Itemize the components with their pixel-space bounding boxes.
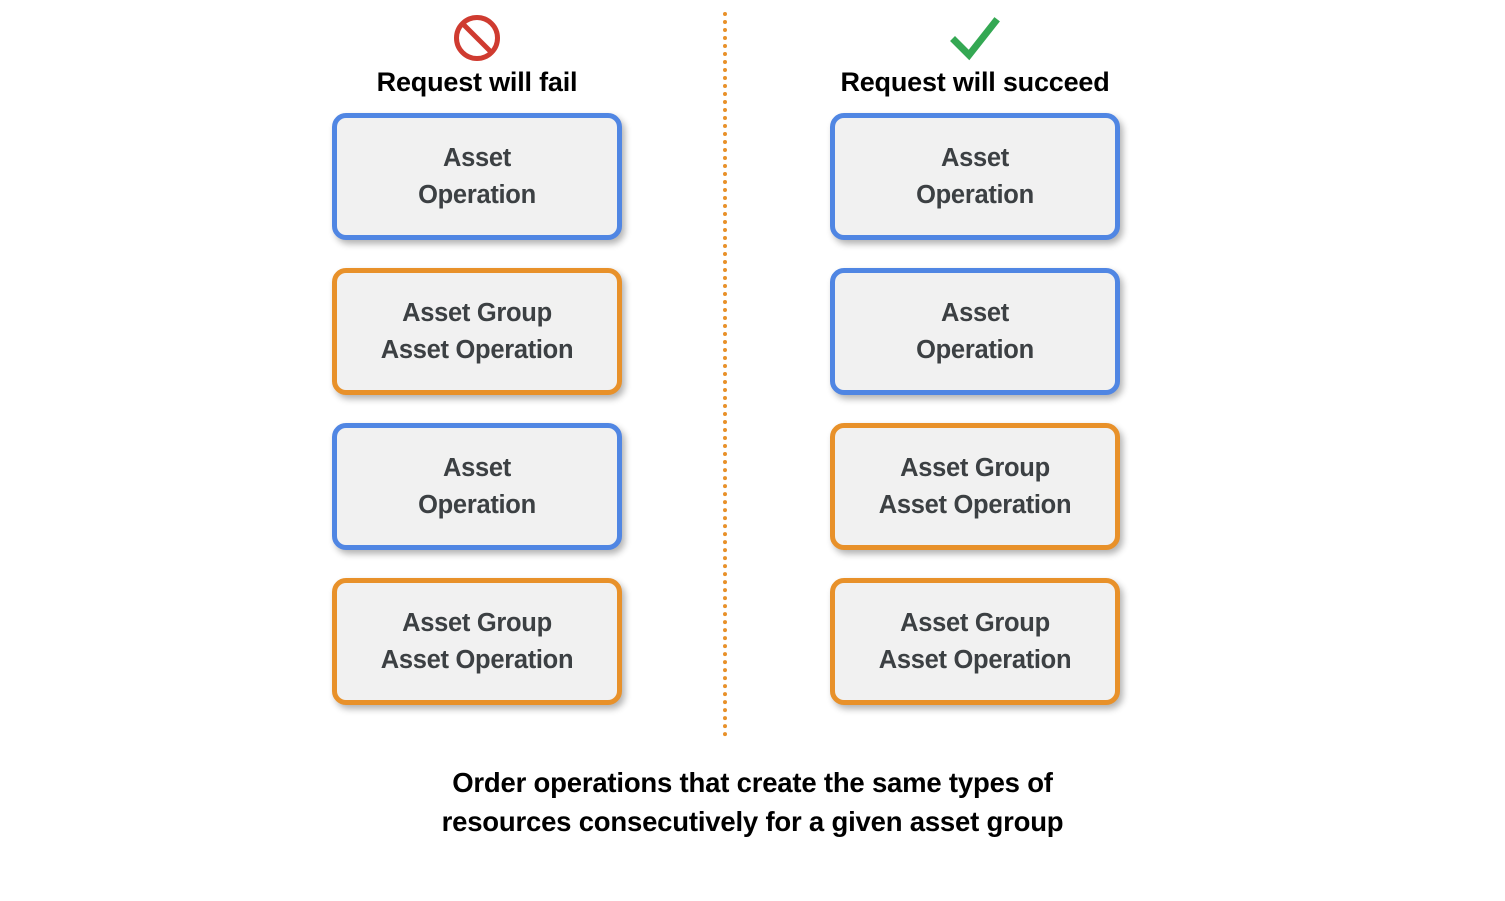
operation-box[interactable]: Asset Operation bbox=[332, 423, 622, 550]
operation-stack-fail: Asset Operation Asset Group Asset Operat… bbox=[332, 113, 622, 733]
operation-box-label: Asset Group Asset Operation bbox=[380, 609, 574, 674]
operation-box[interactable]: Asset Operation bbox=[332, 113, 622, 240]
column-header-succeed: Request will succeed bbox=[775, 12, 1175, 98]
column-header-fail: Request will fail bbox=[277, 12, 677, 98]
operation-box-label: Asset Operation bbox=[916, 144, 1034, 209]
operation-box-label: Asset Group Asset Operation bbox=[878, 609, 1072, 674]
diagram-caption: Order operations that create the same ty… bbox=[441, 767, 1064, 837]
operation-box-label: Asset Group Asset Operation bbox=[878, 454, 1072, 519]
operation-box[interactable]: Asset Operation bbox=[830, 113, 1120, 240]
operation-box-label: Asset Operation bbox=[418, 144, 536, 209]
operation-box-label: Asset Operation bbox=[916, 299, 1034, 364]
checkmark-icon bbox=[945, 12, 1005, 64]
operation-box[interactable]: Asset Group Asset Operation bbox=[332, 268, 622, 395]
operation-box[interactable]: Asset Group Asset Operation bbox=[830, 578, 1120, 705]
column-title-succeed: Request will succeed bbox=[840, 67, 1110, 97]
operation-box-label: Asset Group Asset Operation bbox=[380, 299, 574, 364]
operation-box[interactable]: Asset Group Asset Operation bbox=[332, 578, 622, 705]
operation-stack-succeed: Asset Operation Asset Operation Asset Gr… bbox=[830, 113, 1120, 733]
prohibition-icon bbox=[447, 12, 507, 64]
operation-box[interactable]: Asset Operation bbox=[830, 268, 1120, 395]
operation-box[interactable]: Asset Group Asset Operation bbox=[830, 423, 1120, 550]
operation-box-label: Asset Operation bbox=[418, 454, 536, 519]
vertical-dotted-divider bbox=[723, 12, 727, 737]
column-title-fail: Request will fail bbox=[376, 67, 578, 97]
